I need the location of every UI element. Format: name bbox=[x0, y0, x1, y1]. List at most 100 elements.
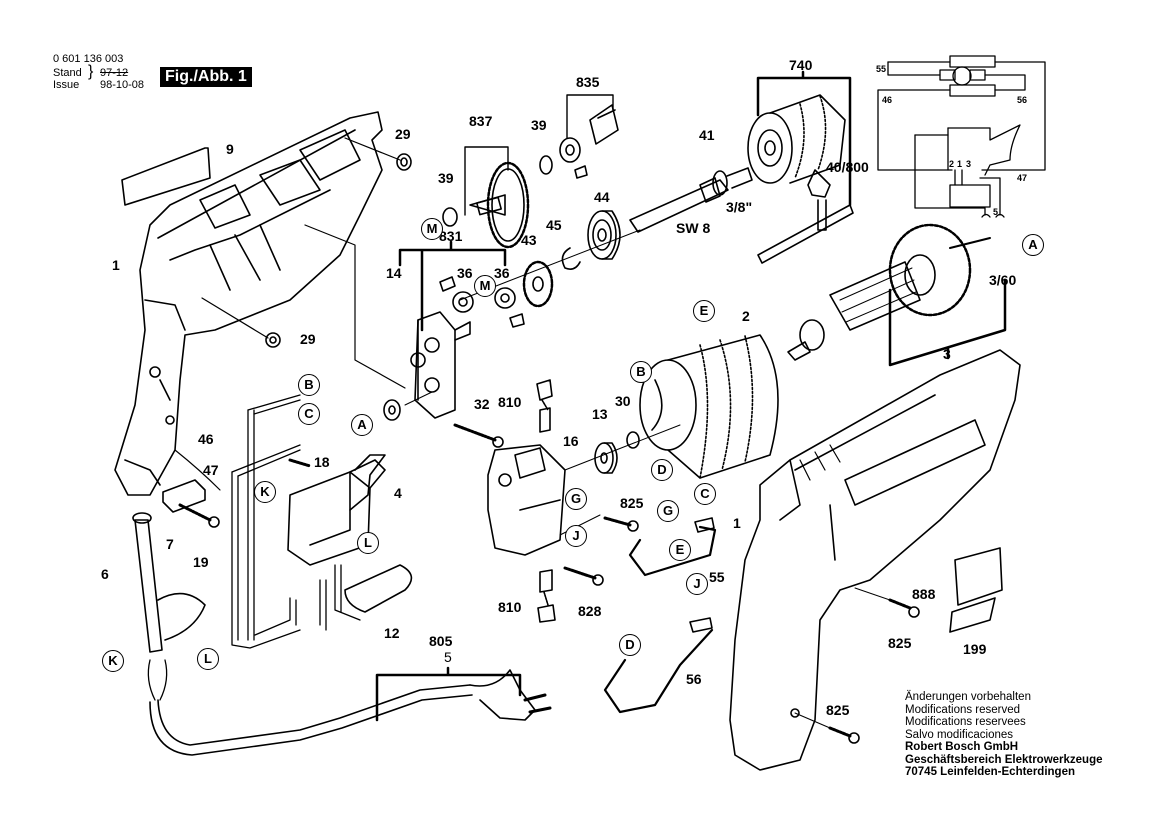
part-label-14: 14 bbox=[386, 265, 402, 281]
part-label-32: 32 bbox=[474, 396, 490, 412]
marker-A-block: A bbox=[351, 414, 373, 436]
schematic-wire-47: 47 bbox=[1017, 173, 1028, 183]
capacitor-12 bbox=[344, 564, 413, 613]
nameplate-888 bbox=[954, 547, 1003, 606]
part-label-6: 6 bbox=[101, 566, 109, 582]
part-label-9: 9 bbox=[226, 141, 234, 157]
marker-G-wire: G bbox=[657, 500, 679, 522]
housing-right-half bbox=[729, 349, 1021, 771]
part-label-36-left: 36 bbox=[457, 265, 473, 281]
part-label-30: 30 bbox=[615, 393, 631, 409]
marker-J-holder: J bbox=[565, 525, 587, 547]
part-label-810-bottom: 810 bbox=[498, 599, 522, 615]
part-label-3-8-inch: 3/8" bbox=[726, 199, 753, 215]
bracket-3 bbox=[888, 278, 1007, 367]
part-label-199: 199 bbox=[963, 641, 987, 657]
part-label-7: 7 bbox=[166, 536, 174, 552]
company-name: Robert Bosch GmbH bbox=[905, 741, 1019, 753]
wire-link-56 bbox=[603, 628, 714, 714]
marker-E-stator: E bbox=[693, 300, 715, 322]
part-label-825-right: 825 bbox=[888, 635, 912, 651]
marker-C-stator: C bbox=[694, 483, 716, 505]
screw-32 bbox=[453, 423, 497, 442]
part-label-43: 43 bbox=[521, 232, 537, 248]
part-label-2: 2 bbox=[742, 308, 750, 324]
part-label-13: 13 bbox=[592, 406, 608, 422]
brush-holder-16 bbox=[487, 444, 566, 556]
armature-3 bbox=[787, 223, 991, 361]
notice-line-es: Salvo modificaciones bbox=[905, 728, 1014, 741]
marker-G-holder: G bbox=[565, 488, 587, 510]
bearing-13 bbox=[594, 442, 614, 474]
schematic-terminal-2: 2 bbox=[949, 159, 955, 169]
notice-line-fr: Modifications reservees bbox=[905, 716, 1026, 728]
marker-K-switch: K bbox=[254, 481, 276, 503]
bracket-831 bbox=[398, 240, 507, 332]
part-label-44: 44 bbox=[594, 189, 610, 205]
part-label-39-right: 39 bbox=[531, 117, 547, 133]
company-division: Geschäftsbereich Elektrowerkzeuge bbox=[905, 753, 1103, 766]
issue-value: 98-10-08 bbox=[100, 79, 145, 91]
schematic-terminal-3: 3 bbox=[966, 159, 972, 169]
brush-810-bottom bbox=[537, 569, 556, 623]
part-label-805: 805 bbox=[429, 633, 453, 649]
part-label-39-left: 39 bbox=[438, 170, 454, 186]
part-label-888: 888 bbox=[912, 586, 936, 602]
gear-837 bbox=[469, 161, 530, 249]
marker-M-bearing: M bbox=[474, 275, 496, 297]
part-number: 0 601 136 003 bbox=[53, 53, 124, 65]
part-label-46: 46 bbox=[198, 431, 214, 447]
washer-29-top bbox=[396, 153, 412, 171]
marker-D-stator: D bbox=[651, 459, 673, 481]
schematic-wire-56: 56 bbox=[1017, 95, 1028, 105]
part-label-36-right: 36 bbox=[494, 265, 510, 281]
housing-left-half bbox=[114, 111, 406, 496]
wire-link-55 bbox=[628, 525, 717, 577]
marker-B-harness: B bbox=[298, 374, 320, 396]
circlip-45 bbox=[561, 247, 581, 270]
part-label-837: 837 bbox=[469, 113, 493, 129]
notice-line-de: Änderungen vorbehalten bbox=[905, 691, 1031, 703]
part-label-47: 47 bbox=[203, 462, 219, 478]
spindle-41 bbox=[629, 167, 753, 233]
schematic-terminal-1: 1 bbox=[957, 159, 963, 169]
part-label-4: 4 bbox=[394, 485, 402, 501]
bracket-837 bbox=[464, 146, 509, 216]
part-label-18: 18 bbox=[314, 454, 330, 470]
marker-J-wire: J bbox=[686, 573, 708, 595]
marker-L-switch: L bbox=[357, 532, 379, 554]
part-label-3: 3 bbox=[943, 346, 951, 362]
part-label-810-top: 810 bbox=[498, 394, 522, 410]
part-label-56: 56 bbox=[686, 671, 702, 687]
schematic-wire-55: 55 bbox=[876, 64, 887, 74]
schematic-wire-46: 46 bbox=[882, 95, 893, 105]
marker-E-wire: E bbox=[669, 539, 691, 561]
part-label-sw8: SW 8 bbox=[676, 220, 711, 236]
part-label-828: 828 bbox=[578, 603, 602, 619]
part-label-740: 740 bbox=[789, 57, 813, 73]
chuck-740 bbox=[747, 94, 846, 184]
wiring-schematic bbox=[877, 55, 1046, 218]
part-label-19: 19 bbox=[193, 554, 209, 570]
marker-D-wire: D bbox=[619, 634, 641, 656]
part-label-40-800: 40/800 bbox=[826, 159, 869, 175]
marker-A-armature: A bbox=[1022, 234, 1044, 256]
stand-label: Stand bbox=[53, 67, 82, 79]
label-plate-9 bbox=[121, 147, 211, 206]
figure-label: Fig./Abb. 1 bbox=[160, 67, 252, 87]
gear-43 bbox=[522, 260, 554, 308]
part-label-835: 835 bbox=[576, 74, 600, 90]
part-label-41: 41 bbox=[699, 127, 715, 143]
bushing-30 bbox=[626, 431, 640, 449]
modification-notice: Änderungen vorbehalten Modifications res… bbox=[905, 691, 1103, 779]
part-label-825-center: 825 bbox=[620, 495, 644, 511]
part-label-12: 12 bbox=[384, 625, 400, 641]
stand-value-struck: 97-12 bbox=[100, 67, 129, 79]
marker-K-cord: K bbox=[102, 650, 124, 672]
cable-sleeve-6 bbox=[132, 512, 206, 653]
marker-M-gear: M bbox=[421, 218, 443, 240]
part-label-29-bottom: 29 bbox=[300, 331, 316, 347]
sticker-199 bbox=[949, 597, 996, 633]
wire-harness bbox=[231, 394, 361, 649]
